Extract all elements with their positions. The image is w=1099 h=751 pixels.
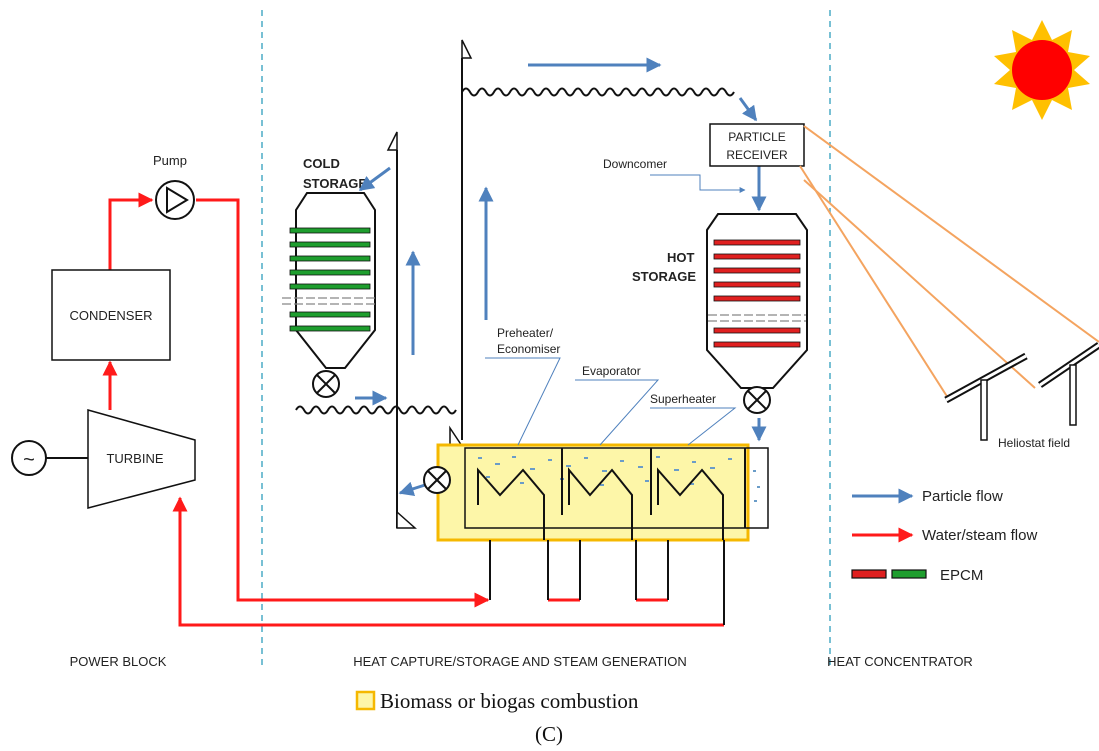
- legend-water-label: Water/steam flow: [922, 527, 1037, 544]
- legend: Particle flow Water/steam flow EPCM: [851, 488, 1037, 584]
- cold-storage-label-2: STORAGE: [303, 176, 367, 191]
- heliostat-2: [1038, 342, 1099, 426]
- preheater-label-2: Economiser: [497, 342, 560, 356]
- section-heat-capture: HEAT CAPTURE/STORAGE AND STEAM GENERATIO…: [353, 654, 686, 669]
- particle-receiver-label-2: RECEIVER: [726, 148, 788, 162]
- preheater-label-1: Preheater/: [497, 326, 554, 340]
- legend-biomass-label: Biomass or biogas combustion: [380, 689, 639, 713]
- concentrated-rays: [799, 125, 1099, 399]
- superheater-label: Superheater: [650, 392, 716, 406]
- bottom-screw-conveyor: [295, 405, 457, 415]
- particle-receiver-label-1: PARTICLE: [728, 130, 786, 144]
- heliostat-field-label: Heliostat field: [998, 436, 1070, 450]
- hot-storage-label-1: HOT: [667, 250, 695, 265]
- cold-storage-label-1: COLD: [303, 156, 340, 171]
- sun-icon: [994, 20, 1090, 120]
- legend-particle-label: Particle flow: [922, 488, 1003, 505]
- top-screw-conveyor: [461, 87, 735, 97]
- cold-storage-valve: [312, 370, 340, 398]
- legend-biomass-swatch: [355, 690, 376, 711]
- callout-lines: [485, 174, 746, 446]
- legend-epcm-label: EPCM: [940, 567, 983, 584]
- pump: [155, 180, 195, 220]
- cold-storage-vessel: [295, 192, 376, 369]
- heat-exchanger-coils: [477, 448, 746, 625]
- particle-receiver: [709, 123, 805, 167]
- downcomer-label: Downcomer: [603, 157, 667, 171]
- generator-symbol: ~: [23, 449, 35, 471]
- heliostat-1: [944, 352, 1028, 441]
- water-steam-loop: [102, 192, 724, 627]
- turbine-label: TURBINE: [106, 451, 163, 466]
- steam-generator-valve: [423, 466, 451, 494]
- particle-bed-dots: [478, 456, 760, 502]
- cold-storage-epcm: [289, 227, 371, 332]
- hot-storage-epcm: [713, 239, 801, 348]
- steam-generator-shell: [464, 447, 769, 529]
- condenser: [51, 269, 171, 361]
- section-power-block: POWER BLOCK: [70, 654, 167, 669]
- pump-label: Pump: [153, 153, 187, 168]
- turbine: [87, 409, 196, 509]
- section-heat-concentrator: HEAT CONCENTRATOR: [827, 654, 973, 669]
- hot-storage-label-2: STORAGE: [632, 269, 696, 284]
- condenser-label: CONDENSER: [69, 308, 152, 323]
- particle-flow-arrows: [355, 57, 767, 497]
- generator: [11, 440, 47, 476]
- legend-epcm-hot: [851, 569, 887, 579]
- hot-storage-valve: [743, 386, 771, 414]
- figure-caption: (C): [535, 722, 563, 746]
- evaporator-label: Evaporator: [582, 364, 641, 378]
- legend-epcm-cold: [891, 569, 927, 579]
